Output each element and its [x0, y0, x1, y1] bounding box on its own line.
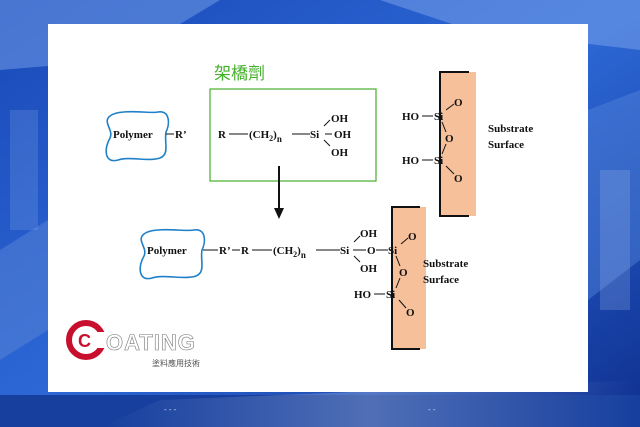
crosslinker-box [209, 88, 377, 182]
product-r: R [241, 245, 250, 257]
sub-bottom-ho: HO [402, 155, 420, 167]
logo-mark-letter: C [78, 331, 91, 351]
r-prime-bottom: R’ [219, 245, 231, 257]
substrate-label-top-2: Surface [488, 139, 524, 151]
logo-wordmark: OATING [106, 330, 196, 355]
coating-logo: C OATING 塗料應用技術 [66, 320, 200, 368]
product-oh-top: OH [360, 228, 378, 240]
substrate-label-top-1: Substrate [488, 123, 533, 135]
product-o-right: O [408, 231, 417, 243]
sub-top-si: Si [434, 111, 443, 123]
sub-bottom-o: O [454, 173, 463, 185]
silane-coupling-diagram: 架橋劑 Polymer R’ R (CH2)n Si OH OH OH HO S… [105, 64, 533, 350]
substrate-label-bottom-2: Surface [423, 274, 459, 286]
polymer-label-bottom: Polymer [147, 245, 187, 257]
polymer-blob-bottom [139, 228, 206, 280]
polymer-label-top: Polymer [113, 129, 153, 141]
product-ho-lower: HO [354, 289, 372, 301]
product-o-lower: O [406, 307, 415, 319]
silane-oh-mid: OH [334, 129, 352, 141]
crosslinker-label: 架橋劑 [214, 64, 265, 84]
slide-card [48, 24, 588, 392]
silane-oh-top: OH [331, 113, 349, 125]
silane-oh-bottom: OH [331, 147, 349, 159]
sub-top-o-bridge: O [445, 133, 454, 145]
r-prime-top: R’ [175, 129, 187, 141]
silane-chain: (CH2)n [249, 129, 282, 144]
logo-tagline: 塗料應用技術 [152, 358, 200, 368]
product-si: Si [340, 245, 349, 257]
product-oh-bottom: OH [360, 263, 378, 275]
product-o-bridge: O [399, 267, 408, 279]
product-si-lower: Si [386, 289, 395, 301]
product-si-surface: Si [388, 245, 397, 257]
substrate-bottom [392, 207, 426, 349]
sub-bottom-si: Si [434, 155, 443, 167]
substrate-label-bottom-1: Substrate [423, 258, 468, 270]
footer-right: - - [428, 405, 436, 414]
silane-si: Si [310, 129, 319, 141]
sub-top-o: O [454, 97, 463, 109]
product-o-link: O [367, 245, 376, 257]
sub-top-ho: HO [402, 111, 420, 123]
silane-r: R [218, 129, 227, 141]
polymer-blob-top [105, 110, 170, 162]
footer-left: - - - [164, 405, 177, 414]
product-chain: (CH2)n [273, 245, 306, 260]
